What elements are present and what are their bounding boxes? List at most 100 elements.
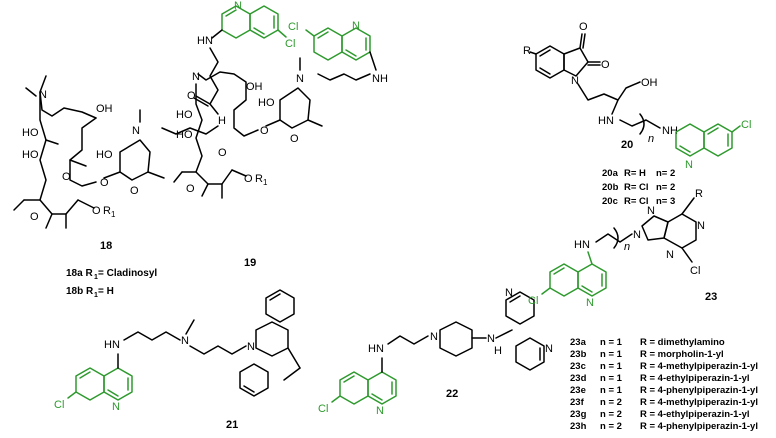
label-23: 23 <box>705 291 717 303</box>
table-20-row: 20c R= Cl n= 3 <box>602 196 675 207</box>
ring-n-20: N <box>571 75 579 87</box>
ester-o-18: O <box>62 171 71 183</box>
carbonyl-o-19: O <box>186 183 195 195</box>
pyridine-n-22b: N <box>545 343 553 355</box>
note-18b-rest: = H <box>98 286 114 297</box>
table-23-n: n = 2 <box>600 421 622 432</box>
hydroxyl-18a: OH <box>96 103 113 115</box>
label-18: 18 <box>100 240 112 252</box>
table-23-id: 23c <box>570 361 586 372</box>
amine-hn-20: HN <box>598 115 614 127</box>
table-23-row: 23e n = 1 R = 4-phenylpiperazin-1-yl <box>570 385 758 396</box>
table-23-row: 23b n = 1 R = morpholin-1-yl <box>570 349 724 360</box>
amine-n-19: N <box>296 73 304 85</box>
label-20: 20 <box>621 139 633 151</box>
hydroxyl-sugar-19: HO <box>258 97 275 109</box>
or1-sub-19: 1 <box>263 178 268 187</box>
table-20-r: R= Cl <box>624 182 649 193</box>
quinoline-n-22: N <box>376 405 384 417</box>
table-23-r: R = 4-methylpiperazin-1-yl <box>640 361 758 372</box>
label-22: 22 <box>446 388 458 400</box>
hydroxyl-19b: HO <box>176 129 193 141</box>
table-23-n: n = 2 <box>600 397 622 408</box>
quinoline-n-18: N <box>234 0 242 12</box>
amine-hn-21: HN <box>104 339 120 351</box>
compound-20: R O O N OH HN n NH Cl N <box>523 21 751 171</box>
hydroxyl-20: OH <box>641 77 658 89</box>
label-21: 21 <box>226 419 238 431</box>
table-23-id: 23f <box>570 397 585 408</box>
table-23-n: n = 1 <box>600 373 623 384</box>
table-23-n: n = 1 <box>600 349 623 360</box>
table-20-id: 20b <box>602 182 619 193</box>
n-index-23: n <box>624 241 630 253</box>
or1-r-19: R <box>255 173 263 185</box>
table-23-r: R = 4-phenylpiperazin-1-yl <box>640 385 758 396</box>
purine-n9-23: N <box>633 229 641 241</box>
ester-o-19: O <box>218 147 227 159</box>
table-20-id: 20a <box>602 168 619 179</box>
table-23-r: R = 4-methylpiperazin-1-yl <box>640 397 758 408</box>
or1-sub-18: 1 <box>111 210 116 219</box>
ring-o-sugar-19: O <box>290 133 299 145</box>
pyridine-n-22a: N <box>505 287 513 299</box>
table-23-r: R = dimethylamino <box>640 337 725 348</box>
table-23-row: 23f n = 2 R = 4-methylpiperazin-1-yl <box>570 397 758 408</box>
table-23-id: 23e <box>570 385 586 396</box>
table-23-r: R = morpholin-1-yl <box>640 349 724 360</box>
table-20-r: R= H <box>624 168 646 179</box>
note-18b-prefix: 18b R <box>66 286 94 297</box>
r-20: R <box>523 45 531 57</box>
compound-21: Cl N HN N N <box>54 289 301 413</box>
table-20-id: 20c <box>602 196 618 207</box>
amine-hn-22: HN <box>368 343 384 355</box>
table-23-id: 23a <box>570 337 587 348</box>
table-23-id: 23b <box>570 349 587 360</box>
amine-n-21: N <box>181 335 189 347</box>
quinoline-20: Cl N <box>675 119 751 171</box>
quinoline-n-23: N <box>586 297 594 309</box>
amine-n-22: N <box>487 333 495 345</box>
amine-h-22: H <box>494 345 502 357</box>
amine-nh-20: NH <box>662 125 678 137</box>
ring-n-18: N <box>39 89 47 101</box>
or1-o-19: O <box>244 173 253 185</box>
note-18a-rest: = Cladinosyl <box>98 268 157 279</box>
table-20-row: 20b R= Cl n= 2 <box>602 182 675 193</box>
purine-n7-23: N <box>647 205 655 217</box>
table-23-n: n = 1 <box>600 385 623 396</box>
table-23-r: R = 4-ethylpiperazin-1-yl <box>640 409 750 420</box>
azepine-n-21: N <box>247 341 255 353</box>
amide-nh-18: H <box>218 115 226 127</box>
glycoside-o-18: O <box>100 177 109 189</box>
note-18b-sub: 1 <box>94 292 98 299</box>
table-23-id: 23d <box>570 373 587 384</box>
note-18a-sub: 1 <box>94 274 98 281</box>
quinoline-n-21: N <box>112 401 120 413</box>
table-20: 20a R= H n= 2 20b R= Cl n= 2 20c R= Cl n… <box>602 168 675 207</box>
ring-n-19: N <box>192 71 200 83</box>
table-20-row: 20a R= H n= 2 <box>602 168 675 179</box>
hydroxyl-18b: HO <box>22 127 39 139</box>
chloro-22: Cl <box>318 403 328 415</box>
purine-n3-23: N <box>666 249 674 261</box>
table-23-r: R = 4-phenylpiperazin-1-yl <box>640 421 758 432</box>
hydroxyl-19c: OH <box>246 81 263 93</box>
amine-18-h: H <box>197 35 205 47</box>
chloro-20: Cl <box>741 119 751 131</box>
hydroxyl-19a: HO <box>176 109 193 121</box>
quinoline-18: N Cl <box>221 0 295 50</box>
quinoline-22: Cl N <box>318 371 397 417</box>
chloro-23-quinoline: Cl <box>528 295 538 307</box>
hydroxyl-sugar-18: HO <box>96 149 113 161</box>
r-23: R <box>695 188 703 200</box>
chloro-19: Cl <box>288 21 298 33</box>
compound-23: HN n N N R N N Cl Cl N <box>528 188 705 309</box>
compound-19: Cl N NH N HO O O N HO HO OH O O O R 1 <box>173 20 388 199</box>
amine-nh-19: NH <box>372 73 388 85</box>
amide-o-20: O <box>601 59 610 71</box>
